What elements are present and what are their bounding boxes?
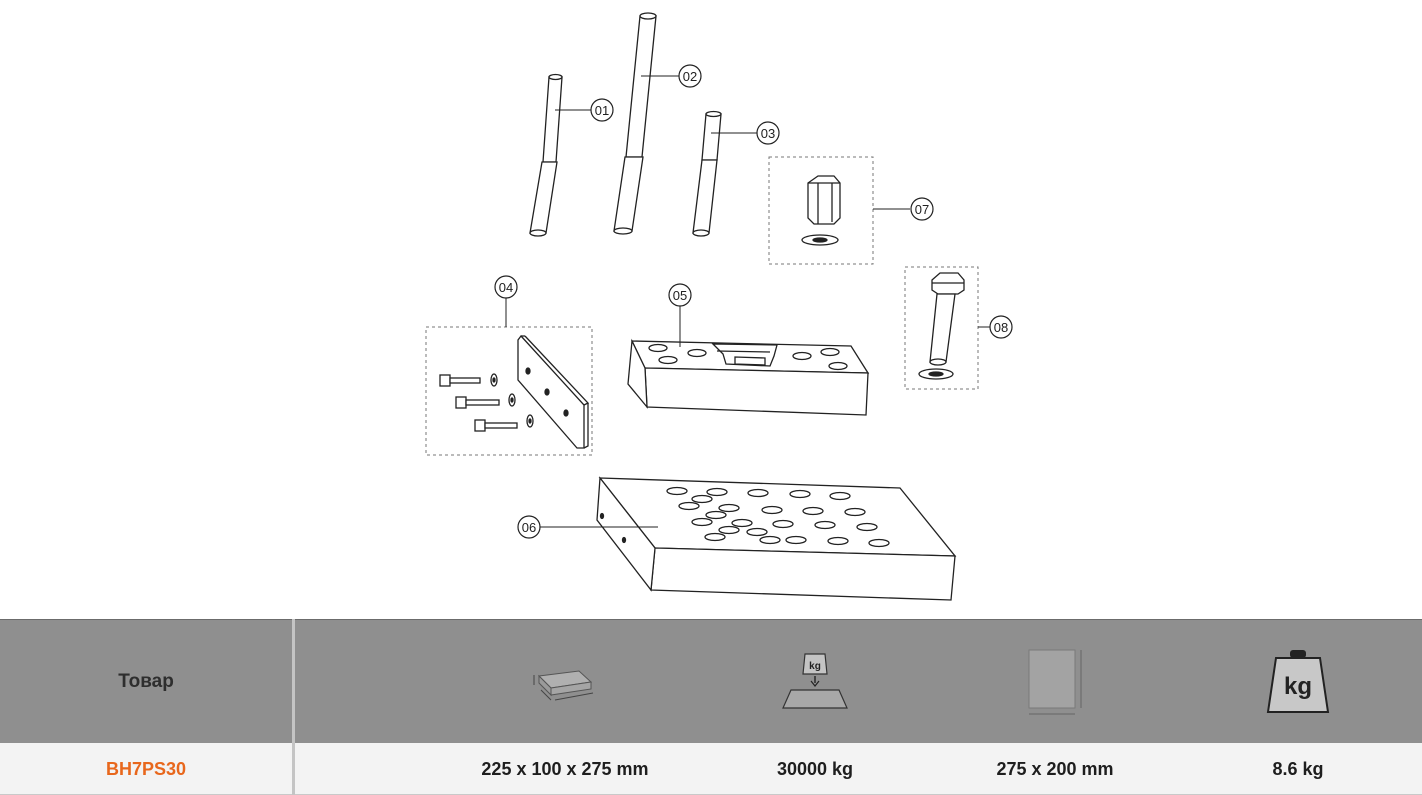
callout-03: 03	[761, 126, 775, 141]
dimensions-icon	[495, 620, 635, 744]
part-05-block	[627, 338, 870, 416]
callout-07-circle	[910, 197, 934, 221]
base-size-icon	[985, 620, 1125, 744]
part-07-nut-washer	[768, 156, 874, 265]
callout-01-circle	[590, 98, 614, 122]
callout-06-circle	[517, 515, 541, 539]
callout-05-circle	[668, 283, 692, 307]
callout-04-circle	[494, 275, 518, 299]
product-header-label: Товар	[118, 671, 174, 692]
callout-04: 04	[499, 280, 513, 295]
weight-icon: kg	[1228, 620, 1368, 744]
callout-03-circle	[756, 121, 780, 145]
table-row: BH7PS30 225 x 100 x 275 mm 30000 kg 275 …	[0, 743, 1422, 795]
base-size-value: 275 x 200 mm	[996, 758, 1114, 779]
callout-01: 01	[595, 103, 609, 118]
parts-diagram: 01 02 03 04 05 06 07 08	[425, 12, 1013, 601]
part-02-pin	[613, 12, 657, 235]
sku-value: BH7PS30	[105, 758, 187, 779]
column-divider	[292, 619, 295, 795]
callout-06: 06	[522, 520, 536, 535]
capacity-value: 30000 kg	[776, 758, 854, 779]
callout-02-circle	[678, 64, 702, 88]
callout-08: 08	[994, 320, 1008, 335]
table-header-row: Товар kg	[0, 619, 1422, 743]
part-01-pin	[529, 73, 563, 237]
dimensions-value: 225 x 100 x 275 mm	[481, 758, 649, 779]
callout-08-circle	[989, 315, 1013, 339]
spec-table: Товар kg	[0, 619, 1422, 795]
callout-05: 05	[673, 288, 687, 303]
part-04-plate-screws	[425, 326, 593, 456]
load-capacity-icon: kg	[745, 620, 885, 744]
part-06-base-plate	[596, 476, 957, 601]
weight-icon-text: kg	[1284, 673, 1312, 700]
part-03-pin	[692, 110, 722, 237]
load-capacity-icon-text: kg	[809, 661, 821, 672]
callout-07: 07	[915, 202, 929, 217]
callout-02: 02	[683, 69, 697, 84]
part-08-bolt	[904, 266, 979, 390]
weight-value: 8.6 kg	[1272, 758, 1324, 779]
